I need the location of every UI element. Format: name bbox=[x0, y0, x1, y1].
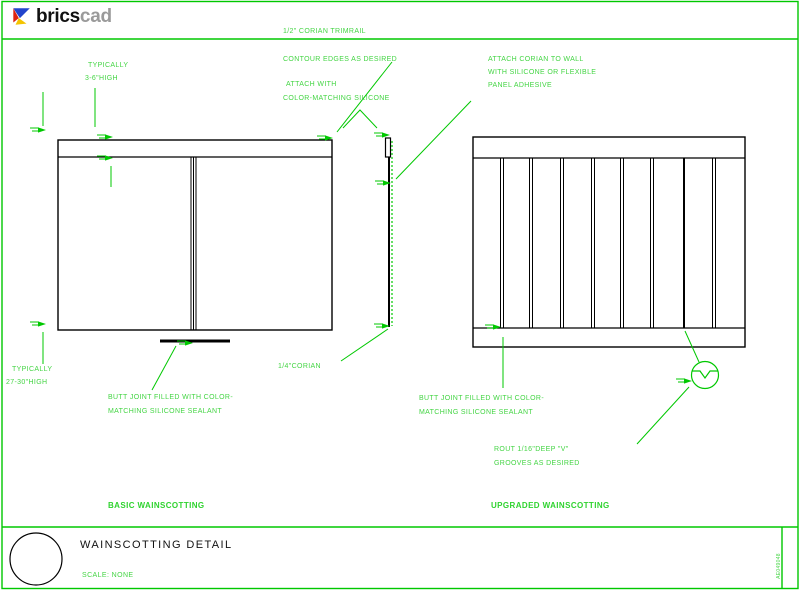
note-quarter-corian: 1/4"CORIAN bbox=[278, 363, 321, 370]
titleblock-title: WAINSCOTTING DETAIL bbox=[80, 539, 233, 551]
note-butt-left-1: BUTT JOINT FILLED WITH COLOR- bbox=[108, 394, 234, 401]
note-attach-wall-2: WITH SILICONE OR FLEXIBLE bbox=[488, 69, 597, 76]
note-attach-wall-3: PANEL ADHESIVE bbox=[488, 82, 553, 89]
note-attach-wall-1: ATTACH CORIAN TO WALL bbox=[488, 56, 584, 63]
upgraded-wainscot-drawing bbox=[472, 136, 746, 348]
label-upgraded-wainscotting: UPGRADED WAINSCOTTING bbox=[491, 501, 610, 510]
v-groove-lines bbox=[500, 158, 716, 328]
leader-lines bbox=[42, 61, 700, 445]
titleblock-sheet-code: AE049048 bbox=[776, 553, 782, 579]
note-butt-left-2: MATCHING SILICONE SEALANT bbox=[108, 408, 223, 415]
label-basic-wainscotting: BASIC WAINSCOTTING bbox=[108, 501, 205, 510]
leader-arrow-icons bbox=[29, 126, 693, 385]
note-typical-bot-1: TYPICALLY bbox=[12, 366, 53, 373]
note-typical-top-1: TYPICALLY bbox=[88, 62, 129, 69]
profile-drawing bbox=[384, 137, 393, 327]
note-attach-with-1: ATTACH WITH bbox=[286, 81, 337, 88]
logo-text-cad: cad bbox=[79, 6, 112, 27]
bricscad-logo-icon bbox=[13, 8, 30, 25]
logo-text-brics: brics bbox=[36, 6, 80, 27]
v-groove-detail-bubble bbox=[690, 360, 720, 390]
bricscad-logo: bricscad bbox=[10, 4, 112, 30]
note-trim-rail: 1/2" CORIAN TRIMRAIL bbox=[283, 28, 366, 35]
note-butt-right-2: MATCHING SILICONE SEALANT bbox=[419, 409, 534, 416]
note-rout-1: ROUT 1/16"DEEP "V" bbox=[494, 446, 569, 453]
titleblock-scale: SCALE: NONE bbox=[82, 572, 134, 579]
detail-number-circle bbox=[9, 532, 63, 586]
note-butt-right-1: BUTT JOINT FILLED WITH COLOR- bbox=[419, 395, 545, 402]
note-typical-bot-2: 27-30"HIGH bbox=[6, 379, 48, 386]
note-attach-with-2: COLOR-MATCHING SILICONE bbox=[283, 95, 390, 102]
basic-wainscot-drawing bbox=[57, 139, 333, 343]
note-contour-edges: CONTOUR EDGES AS DESIRED bbox=[283, 56, 398, 63]
note-rout-2: GROOVES AS DESIRED bbox=[494, 460, 580, 467]
note-typical-top-2: 3-6"HIGH bbox=[85, 75, 118, 82]
logo-text: bricscad bbox=[36, 4, 112, 30]
